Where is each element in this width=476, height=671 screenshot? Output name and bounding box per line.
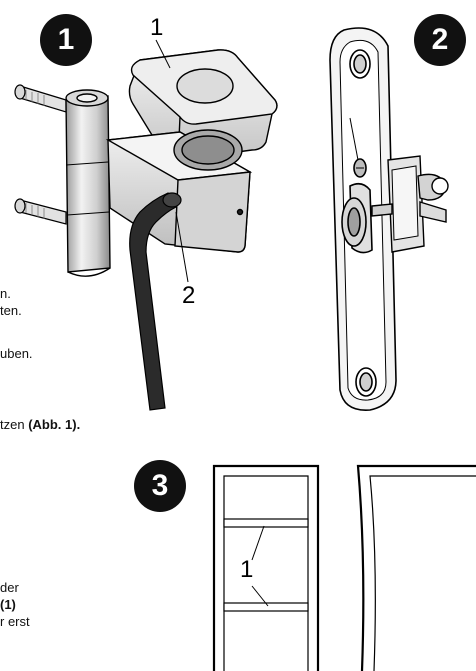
text-fragment-5: der: [0, 580, 19, 595]
hinge-pins: [14, 84, 67, 225]
figure-1-badge: 1: [40, 14, 92, 66]
text-fragment-3: uben.: [0, 346, 33, 361]
leader-line-cover: [155, 39, 171, 69]
leader-lines-spacers: [251, 525, 269, 607]
strike-plate: [329, 27, 397, 411]
leader-line-hex-key: [175, 211, 189, 283]
figure-2-badge: 2: [414, 14, 466, 66]
figure-1-callout-hex-key: 2: [182, 282, 196, 309]
text-fragment-6: (1): [0, 597, 16, 612]
hex-key: [129, 192, 182, 411]
text-fragment-4-prefix: tzen: [0, 417, 29, 432]
door-frame-straight: [212, 464, 320, 671]
text-fragment-4-ref: (Abb. 1).: [28, 417, 81, 432]
hinge-cover-cap: [128, 49, 278, 161]
text-fragment-2: ten.: [0, 303, 22, 318]
latch-mechanism: [371, 155, 449, 253]
text-fragment-4: tzen (Abb. 1).: [0, 417, 80, 433]
figure-3-callout-spacers: 1: [240, 556, 254, 583]
text-fragment-7: r erst: [0, 614, 30, 629]
leader-line-screw: [349, 117, 359, 161]
figure-3-badge: 3: [134, 460, 186, 512]
door-frame-bowed: [356, 464, 476, 671]
text-fragment-1: n.: [0, 286, 11, 301]
hinge-knuckle: [65, 89, 111, 277]
figure-1-callout-cover: 1: [150, 14, 164, 41]
